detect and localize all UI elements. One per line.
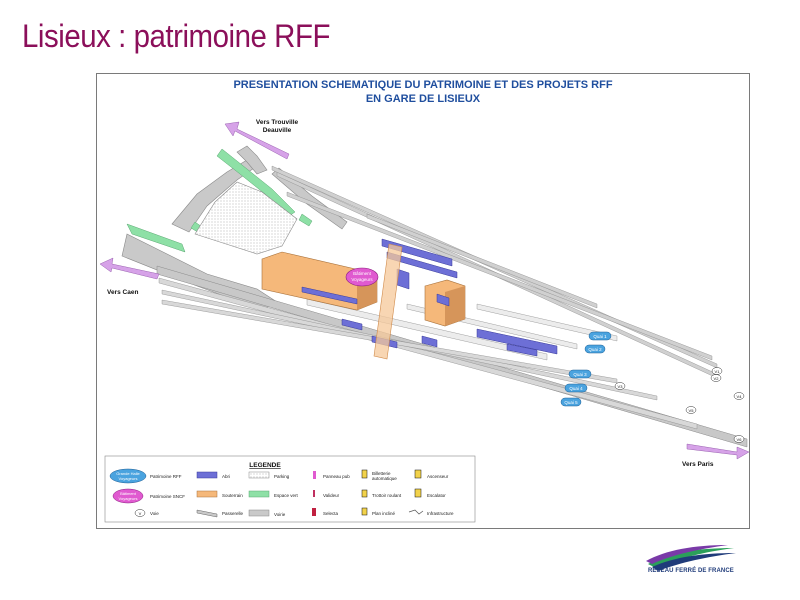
legend-passerelle: Passerelle	[222, 511, 244, 516]
station-diagram: PRESENTATION SCHEMATIQUE DU PATRIMOINE E…	[99, 79, 749, 523]
arrow-paris	[686, 443, 749, 460]
legend-plan-incline: Plan incliné	[372, 511, 396, 516]
legend-title: LEGENDE	[249, 462, 281, 469]
legend-billetterie-line2: automatique	[372, 476, 397, 481]
svg-text:Quai 3: Quai 3	[573, 372, 587, 377]
legend-parking: Parking	[274, 474, 290, 479]
legend-swatch-souterrain	[196, 490, 218, 498]
label-caen: Vers Caen	[107, 289, 138, 296]
legend-icon-billetterie	[361, 469, 368, 479]
legend-badge-rff	[109, 468, 147, 484]
voie-marker: V3	[614, 382, 626, 390]
legend-badge-voie	[134, 509, 146, 517]
legend-badge-sncf	[112, 488, 144, 504]
building-badge: Bâtiment Voyageurs	[345, 267, 379, 287]
quai-badges: Quai 1 Quai 2 Quai 3 Quai 4 Quai 5	[560, 331, 612, 407]
legend-trottoir: Trottoir roulant	[372, 493, 402, 498]
svg-text:Quai 1: Quai 1	[593, 334, 607, 339]
voie-marker: V1	[711, 367, 723, 375]
quai-badge: Quai 2	[584, 344, 606, 354]
diagram-title-line1: PRESENTATION SCHEMATIQUE DU PATRIMOINE E…	[233, 79, 612, 91]
arrow-trouville	[224, 121, 290, 160]
legend-voirie: Voirie	[274, 512, 286, 517]
legend-icon-trottoir	[361, 489, 368, 498]
legend: LEGENDE Grande Halle Voyageurs Patrimoin…	[104, 455, 476, 523]
building-badge-line2: Voyageurs	[351, 277, 373, 282]
legend-patrimoine-rff: Patrimoine RFF	[150, 474, 182, 479]
voie-marker: V4	[733, 392, 745, 400]
legend-patrimoine-sncf: Patrimoine SNCF	[150, 494, 185, 499]
legend-swatch-voirie	[248, 509, 270, 517]
legend-icon-panneau	[313, 471, 316, 479]
svg-text:V: V	[139, 511, 142, 516]
svg-text:Bâtiment: Bâtiment	[120, 491, 137, 496]
footbridge	[373, 243, 403, 360]
quai-badge: Quai 4	[564, 383, 588, 393]
svg-text:Voyageurs: Voyageurs	[119, 476, 138, 481]
svg-text:Voyageurs: Voyageurs	[119, 496, 138, 501]
svg-text:Quai 4: Quai 4	[569, 386, 583, 391]
slide-title: Lisieux : patrimoine RFF	[22, 18, 330, 54]
legend-swatch-abri	[196, 471, 218, 479]
legend-icon-escalator	[414, 488, 422, 498]
tracks	[156, 165, 748, 448]
svg-text:V5: V5	[689, 408, 695, 413]
legend-swatch-passerelle	[196, 509, 218, 518]
svg-text:Quai 5: Quai 5	[564, 400, 578, 405]
logo-text: RÉSEAU FERRÉ DE FRANCE	[648, 568, 734, 574]
quai-badge: Quai 1	[588, 331, 612, 341]
diagram-title-line2: EN GARE DE LISIEUX	[366, 93, 481, 105]
rff-logo	[646, 545, 736, 571]
shelters	[301, 238, 558, 357]
legend-espace-vert: Espace vert	[274, 493, 299, 498]
legend-escalator: Escalator	[427, 493, 446, 498]
parking-area	[194, 181, 298, 255]
svg-text:V3: V3	[618, 384, 624, 389]
arrow-caen	[99, 257, 160, 280]
legend-panneau: Panneau pub	[323, 474, 350, 479]
svg-text:V2: V2	[714, 376, 720, 381]
legend-icon-infrastructure	[408, 509, 424, 515]
legend-voie: Voie	[150, 511, 159, 516]
label-trouville-line1: Vers Trouville	[256, 119, 299, 126]
legend-valideur: Valideur	[323, 493, 340, 498]
quai-badge: Quai 5	[560, 397, 582, 407]
diagram-frame: PRESENTATION SCHEMATIQUE DU PATRIMOINE E…	[96, 73, 750, 529]
legend-infrastructure: Infrastructure	[427, 511, 454, 516]
legend-selecta: Selecta	[323, 511, 339, 516]
legend-swatch-espace-vert	[248, 490, 270, 498]
voie-marker: V5	[685, 406, 697, 414]
svg-text:Quai 2: Quai 2	[588, 347, 602, 352]
svg-text:V1: V1	[715, 369, 721, 374]
svg-text:V6: V6	[737, 437, 743, 442]
legend-swatch-parking	[248, 471, 270, 479]
voie-marker: V2	[710, 374, 722, 382]
label-trouville-line2: Deauville	[263, 127, 292, 134]
legend-icon-valideur	[313, 490, 315, 497]
legend-abri: Abri	[222, 474, 230, 479]
legend-billetterie-line1: Billetterie	[372, 471, 391, 476]
legend-icon-ascenseur	[414, 469, 422, 479]
legend-ascenseur: Ascenseur	[427, 474, 449, 479]
legend-souterrain: Souterrain	[222, 493, 243, 498]
voie-marker: V6	[733, 435, 745, 443]
svg-text:V4: V4	[737, 394, 743, 399]
legend-icon-selecta	[312, 508, 316, 516]
building-badge-line1: Bâtiment	[353, 271, 372, 276]
voie-markers: V1 V2 V3 V4 V5 V6	[614, 367, 745, 443]
svg-text:Grande Halle: Grande Halle	[116, 471, 140, 476]
direction-arrows	[99, 121, 749, 460]
label-paris: Vers Paris	[682, 461, 714, 468]
legend-icon-plan-incline	[361, 507, 368, 516]
quai-badge: Quai 3	[568, 369, 592, 379]
